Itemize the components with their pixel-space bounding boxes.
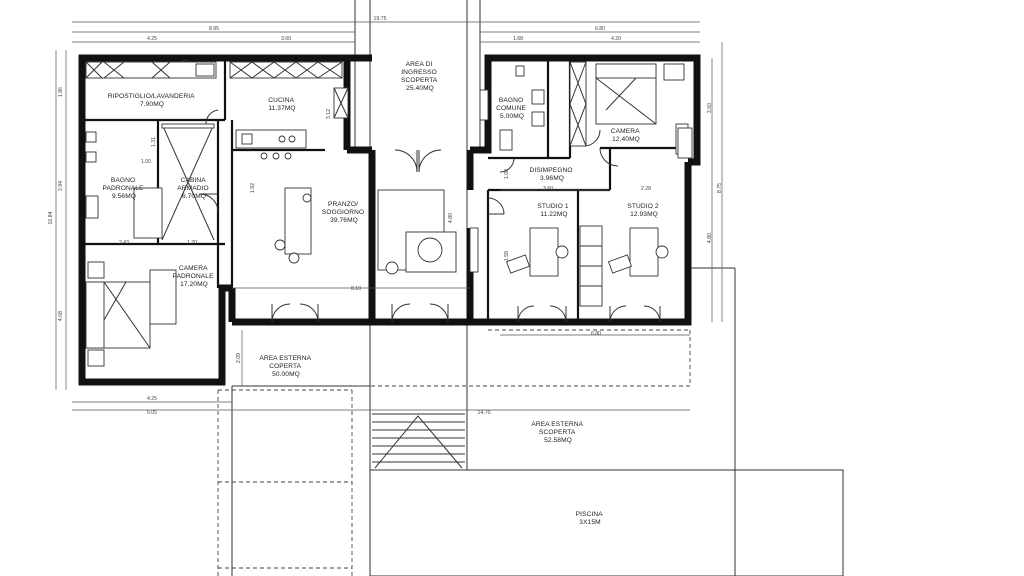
dim-top-a: 4.25 (147, 36, 157, 42)
dim-s-243: 2.43 (119, 240, 129, 246)
room-studio-2: STUDIO 2 12.93MQ (627, 203, 660, 218)
dimension-lines (55, 21, 723, 411)
site-lines (217, 0, 844, 576)
dim-top-d: 4.20 (611, 36, 621, 42)
dim-v-480: 4.80 (448, 213, 454, 223)
dim-left-b: 3.94 (58, 181, 64, 191)
dim-mid-810: 8.10 (351, 286, 361, 292)
room-camera-padronale: CAMERA PADRONALE 17.20MQ (172, 265, 215, 288)
dim-mid-360: 3.60 (543, 186, 553, 192)
dim-v-158: 1.58 (504, 251, 510, 261)
dimension-labels: 19.75 8.95 6.80 4.25 3.60 1.68 4.20 1.86… (48, 16, 723, 416)
dim-s-100: 1.00 (141, 159, 151, 165)
dim-mid-680: 6.80 (591, 331, 601, 337)
dim-v-192: 1.92 (250, 183, 256, 193)
dim-top-c: 1.68 (513, 36, 523, 42)
dim-right-a: 3.60 (707, 103, 713, 113)
dim-top-left: 8.95 (209, 26, 219, 32)
dim-v-100: 1.00 (504, 169, 510, 179)
room-area-esterna-coperta: AREA ESTERNA COPERTA 50.00MQ (259, 355, 312, 378)
dim-top-right: 6.80 (595, 26, 605, 32)
dim-mid-228: 2.28 (641, 186, 651, 192)
room-camera: CAMERA 12.40MQ (611, 128, 641, 143)
dim-bottom-b: 5.05 (147, 410, 157, 416)
room-disimpegno: DISIMPEGNO 3.96MQ (529, 167, 574, 182)
room-labels: RIPOSTIGLIO/LAVANDERIA 7.90MQ CUCINA 11.… (102, 61, 660, 526)
exterior-walls (78, 54, 701, 386)
room-area-esterna-scoperta: AREA ESTERNA SCOPERTA 52.58MQ (531, 421, 584, 444)
dim-right-b: 4.80 (707, 233, 713, 243)
dim-s-131: 1.31 (151, 137, 157, 147)
room-bagno-comune: BAGNO COMUNE 5.00MQ (496, 97, 528, 120)
dim-left-total: 10.84 (48, 211, 54, 224)
dim-v-312: 3.12 (326, 109, 332, 119)
dim-right-total: 8.75 (717, 183, 723, 193)
dim-s-170: 1.70 (187, 240, 197, 246)
furniture (85, 61, 693, 367)
pool-outline (369, 469, 844, 576)
room-cucina: CUCINA 11.37MQ (268, 97, 295, 112)
dim-top-b: 3.60 (281, 36, 291, 42)
dim-bottom-a: 4.25 (147, 396, 157, 402)
room-piscina: PISCINA 3X15M (576, 511, 605, 526)
dim-left-a: 1.86 (58, 87, 64, 97)
room-studio-1: STUDIO 1 11.22MQ (537, 203, 570, 218)
room-ingresso: AREA DI INGRESSO SCOPERTA 25.40MQ (401, 61, 439, 92)
dim-left-c: 4.08 (58, 311, 64, 321)
room-ripostiglio: RIPOSTIGLIO/LAVANDERIA 7.90MQ (108, 93, 197, 108)
dim-left-ext: 2.09 (236, 353, 242, 363)
dim-bottom-c: 14.70 (478, 410, 491, 416)
room-pranzo-soggiorno: PRANZO/ SOGGIORNO 39.76MQ (322, 201, 366, 224)
room-cabina-armadio: CABINA ARMADIO 6.70MQ (177, 177, 210, 200)
dim-top-total: 19.75 (374, 16, 387, 22)
entrance-stairs (372, 413, 465, 469)
room-bagno-padronale: BAGNO PADRONALE 9.56MQ (102, 177, 145, 200)
